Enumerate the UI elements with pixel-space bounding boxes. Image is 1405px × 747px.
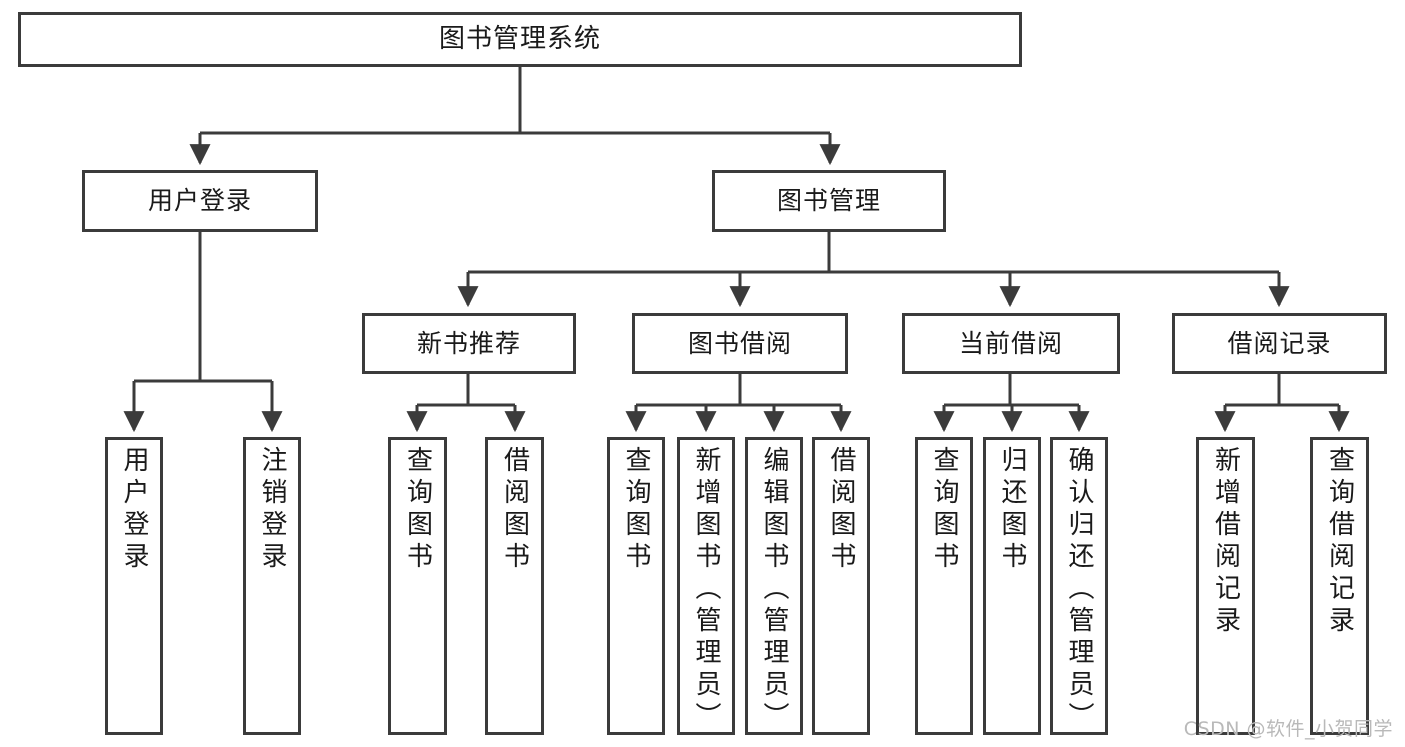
leaf-return-book[interactable]: 归还图书 [983,437,1041,735]
node-label: 用户登录 [119,446,149,574]
node-label: 新书推荐 [416,328,521,358]
leaf-query-book-2[interactable]: 查询图书 [607,437,665,735]
node-user-login[interactable]: 用户登录 [82,170,318,232]
node-label: 查询图书 [402,446,433,574]
node-label: 借阅图书 [499,446,530,574]
leaf-borrow-book-1[interactable]: 借阅图书 [485,437,544,735]
node-current-borrow[interactable]: 当前借阅 [902,313,1120,374]
node-label: 查询借阅记录 [1324,446,1355,638]
leaf-logout[interactable]: 注销登录 [243,437,301,735]
node-label: 编辑图书（管理员） [759,446,789,734]
node-label: 用户登录 [147,186,252,216]
node-label: 借阅记录 [1227,328,1332,358]
csdn-watermark: CSDN @软件_小贺同学 [1183,718,1393,740]
node-label: 确认归还（管理员） [1064,446,1094,734]
node-label: 新增借阅记录 [1210,446,1241,638]
node-label: 归还图书 [997,446,1027,574]
node-label: 图书借阅 [687,328,792,358]
node-label: 注销登录 [257,446,287,574]
leaf-query-book-1[interactable]: 查询图书 [388,437,447,735]
leaf-query-book-3[interactable]: 查询图书 [915,437,973,735]
node-label: 图书管理 [776,186,881,216]
leaf-user-login[interactable]: 用户登录 [105,437,163,735]
node-new-book-recommend[interactable]: 新书推荐 [362,313,576,374]
node-book-borrow[interactable]: 图书借阅 [632,313,848,374]
leaf-confirm-return[interactable]: 确认归还（管理员） [1050,437,1108,735]
node-label: 查询图书 [621,446,651,574]
leaf-query-borrow-record[interactable]: 查询借阅记录 [1310,437,1369,735]
node-label: 图书管理系统 [438,24,601,55]
node-book-manage[interactable]: 图书管理 [712,170,946,232]
node-label: 当前借阅 [958,328,1063,358]
node-label: 新增图书（管理员） [691,446,721,734]
leaf-edit-book[interactable]: 编辑图书（管理员） [745,437,803,735]
node-label: 借阅图书 [826,446,856,574]
leaf-add-borrow-record[interactable]: 新增借阅记录 [1196,437,1255,735]
node-root-system[interactable]: 图书管理系统 [18,12,1022,67]
leaf-add-book[interactable]: 新增图书（管理员） [677,437,735,735]
node-label: 查询图书 [929,446,959,574]
node-borrow-record[interactable]: 借阅记录 [1172,313,1387,374]
leaf-borrow-book-2[interactable]: 借阅图书 [812,437,870,735]
